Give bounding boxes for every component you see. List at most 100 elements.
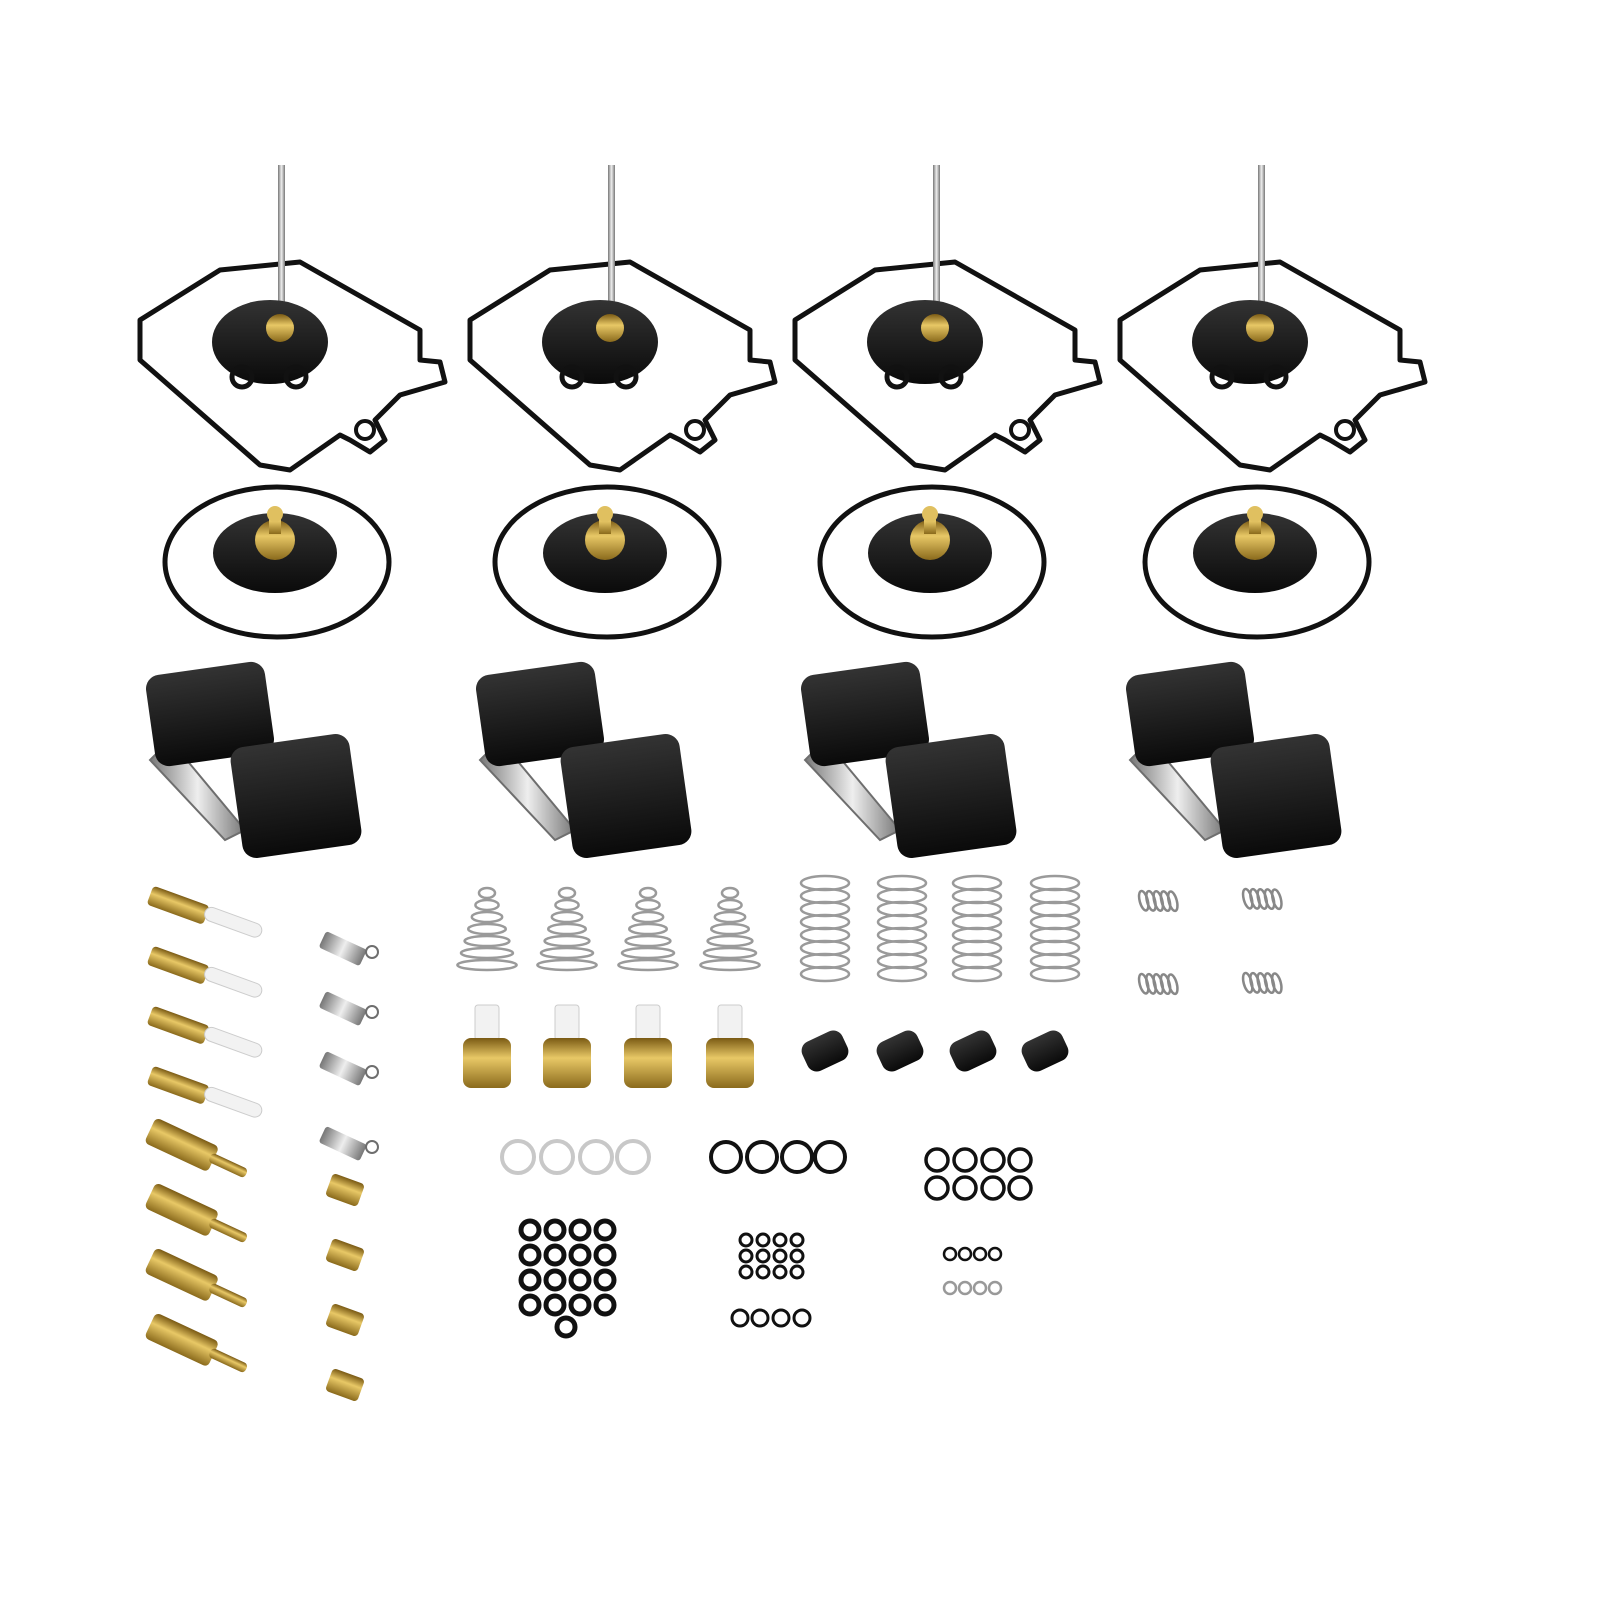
o-ring	[543, 1218, 567, 1242]
diaphragm-retainer	[921, 314, 949, 342]
o-ring	[924, 1175, 950, 1201]
spring-coil	[1241, 887, 1254, 910]
float-bowl-gasket	[1117, 259, 1428, 473]
tiny-washer	[942, 1280, 958, 1296]
o-ring	[543, 1293, 567, 1317]
pilot-screw-tip	[209, 1283, 248, 1308]
gasket-set-2	[467, 165, 778, 640]
gasket-set-3	[792, 165, 1103, 640]
diaphragm-tab	[229, 364, 255, 390]
gasket-eye	[1009, 419, 1031, 441]
fiber-washer	[500, 1139, 536, 1175]
spring-coil	[799, 965, 851, 983]
diaphragm-cup	[910, 520, 950, 560]
spring-coil	[1249, 971, 1261, 994]
black-spring	[876, 1030, 924, 1072]
float-assembly-2	[475, 661, 692, 858]
pilot-screw-tip	[209, 1218, 248, 1243]
needle-jets	[147, 886, 263, 1118]
spring-coil	[876, 965, 928, 983]
spring-coil	[1256, 972, 1269, 994]
o-ring	[980, 1175, 1006, 1201]
spring-coil	[1152, 973, 1165, 995]
spring-coil	[627, 922, 669, 936]
brass-seat	[543, 1038, 591, 1088]
jet-needle	[933, 165, 940, 330]
spring-coil	[466, 922, 508, 936]
float-assembly-4	[1125, 661, 1342, 858]
diaphragm-tab	[559, 364, 585, 390]
needle-jet-brass	[147, 1006, 209, 1044]
main-jet	[326, 1239, 364, 1271]
large-o-ring	[1142, 484, 1372, 640]
diaphragm-knob	[922, 506, 938, 522]
diaphragm-tab	[884, 364, 910, 390]
spring-coil	[554, 898, 580, 912]
jet-needle	[608, 165, 615, 330]
needle-clip	[365, 1005, 379, 1019]
small-o-ring	[755, 1232, 771, 1248]
spring-coil	[1145, 889, 1157, 912]
float-right	[885, 734, 1017, 858]
tiny-washer	[987, 1280, 1003, 1296]
diaphragm-retainer	[596, 314, 624, 342]
accelerator-springs	[799, 874, 1081, 983]
fiber-washer	[615, 1139, 651, 1175]
spring-coil	[624, 934, 672, 948]
o-ring	[593, 1218, 617, 1242]
float-right	[230, 734, 362, 858]
black-spring	[1021, 1030, 1069, 1072]
vacuum-diaphragm	[1192, 300, 1308, 384]
float-right	[1210, 734, 1342, 858]
gasket-eye	[1334, 419, 1356, 441]
spring-coil	[717, 898, 743, 912]
tiny-o-ring	[972, 1246, 988, 1262]
spring-coil	[1137, 889, 1150, 912]
small-o-ring	[772, 1264, 788, 1280]
tiny-washer	[972, 1280, 988, 1296]
jet-needle	[278, 165, 285, 330]
o-ring	[568, 1268, 592, 1292]
brass-seat	[463, 1038, 511, 1088]
o-ring	[952, 1175, 978, 1201]
o-ring	[568, 1243, 592, 1267]
tiny-o-ring	[987, 1246, 1003, 1262]
black-spring	[949, 1030, 997, 1072]
spring-coil	[620, 946, 676, 960]
small-o-ring	[789, 1248, 805, 1264]
pilot-screw-body	[145, 1183, 218, 1236]
needle-jet-brass	[147, 1066, 209, 1104]
float-right	[560, 734, 692, 858]
small-o-ring	[789, 1232, 805, 1248]
o-ring	[1007, 1175, 1033, 1201]
spring-coil	[1166, 890, 1179, 913]
spring-coil	[951, 965, 1003, 983]
main-jet	[326, 1304, 364, 1336]
spring-coil	[1263, 972, 1276, 995]
small-o-ring	[792, 1308, 812, 1328]
needle-jet-brass	[147, 946, 209, 984]
small-o-ring	[772, 1248, 788, 1264]
main-jets	[326, 1174, 364, 1401]
spring-coil	[1029, 965, 1081, 983]
jet-needle	[1258, 165, 1265, 330]
o-ring	[518, 1293, 542, 1317]
o-ring	[543, 1268, 567, 1292]
o-ring	[1007, 1147, 1033, 1173]
spring-coil	[456, 958, 518, 972]
small-o-ring	[730, 1308, 750, 1328]
needle-jet-tip	[204, 906, 263, 938]
spring-coil	[617, 958, 679, 972]
diaphragm-knob	[267, 506, 283, 522]
diaphragm-tab	[938, 364, 964, 390]
small-o-ring	[789, 1264, 805, 1280]
diaphragm-cup	[585, 520, 625, 560]
gasket-eye	[684, 419, 706, 441]
float-bowl-gasket	[137, 259, 448, 473]
black-springs	[801, 1030, 1069, 1072]
o-ring	[980, 1147, 1006, 1173]
o-ring	[568, 1293, 592, 1317]
small-o-ring	[738, 1232, 754, 1248]
brass-seat	[624, 1038, 672, 1088]
spring-coil	[1137, 972, 1150, 995]
